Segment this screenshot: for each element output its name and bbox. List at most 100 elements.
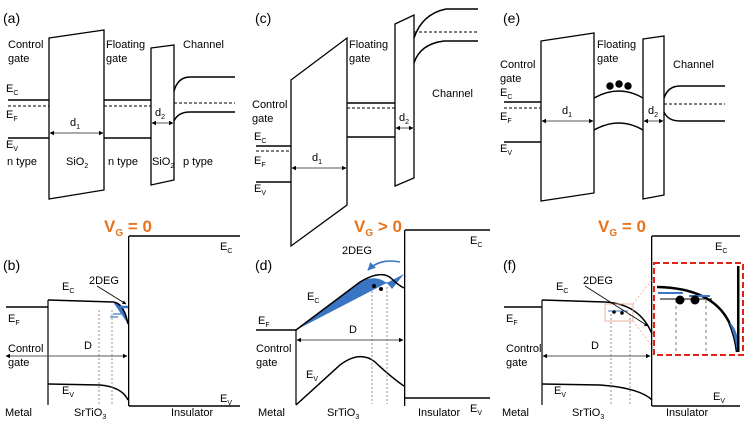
panel-c-ec-label: EC — [254, 131, 266, 145]
panel-d-ef-label: EF — [258, 315, 270, 329]
panel-a-sio2-label-2: SiO2 — [152, 156, 174, 170]
svg-text:gate: gate — [349, 53, 370, 65]
svg-text:Control: Control — [252, 99, 287, 111]
panel-b-srtio-label: SrTiO3 — [74, 407, 106, 421]
panel-c-floating-gate-label: Floating gate — [349, 39, 388, 65]
panel-f-2deg-pointer — [584, 285, 649, 327]
panel-f-insulator-interface — [651, 236, 653, 406]
panel-b-2deg-label: 2DEG — [89, 275, 119, 287]
svg-text:gate: gate — [8, 53, 29, 65]
panel-d-srtio-label: SrTiO3 — [327, 407, 359, 421]
electron — [620, 311, 624, 315]
svg-text:Control: Control — [8, 343, 43, 355]
panel-f-insulator-label: Insulator — [666, 407, 709, 419]
panel-a-d2-label: d2 — [155, 107, 165, 121]
panel-e-oxide-barrier-1 — [540, 32, 595, 202]
panel-b-ef-label: EF — [8, 313, 20, 327]
panel-e-stored-electrons — [606, 80, 632, 90]
panel-e-channel-label: Channel — [673, 59, 714, 71]
panel-f-ec-srtio — [541, 299, 606, 303]
panel-a-ev-label: EV — [6, 139, 18, 153]
panel-a-letter: (a) — [3, 10, 20, 26]
electron — [372, 284, 376, 288]
panel-f-zoom-ec-curve — [656, 285, 739, 353]
panel-e-ec-label: EC — [500, 87, 512, 101]
panel-c-d1-label: d1 — [312, 152, 322, 166]
panel-e-ev-channel — [663, 111, 725, 122]
panel-e-d2-label: d2 — [648, 105, 658, 119]
panel-a-ntype-left: n type — [7, 156, 37, 168]
svg-text:Control: Control — [256, 343, 291, 355]
stored-electron — [615, 80, 623, 88]
panel-c-ec-channel — [413, 8, 478, 39]
panel-f-zoom-interface — [737, 266, 740, 352]
svg-text:gate: gate — [506, 357, 527, 369]
svg-text:Floating: Floating — [597, 39, 636, 51]
panel-b-insulator-label: Insulator — [171, 407, 214, 419]
panel-d-2deg-label: 2DEG — [342, 245, 372, 257]
panel-d-d-label: D — [349, 324, 357, 336]
panel-f-control-gate-label: Control gate — [506, 343, 541, 369]
svg-text:gate: gate — [8, 357, 29, 369]
panel-b-letter: (b) — [3, 257, 20, 273]
panel-a-floating-gate-label: Floating gate — [106, 39, 145, 65]
panel-f-vg-condition: VG = 0 — [598, 217, 646, 239]
panel-e-ef-label: EF — [500, 111, 512, 125]
panel-f-zoom-2deg-fill — [729, 322, 737, 352]
panel-f-zoom-source-box — [604, 303, 634, 322]
panel-c-channel-label: Channel — [432, 88, 473, 100]
panel-a-ec-channel — [173, 76, 235, 92]
svg-text:Control: Control — [8, 39, 43, 51]
panel-f-zoom-frame — [653, 262, 744, 356]
panel-d-vg-condition: VG > 0 — [354, 217, 402, 239]
panel-a-ef-label: EF — [6, 109, 18, 123]
panel-b-ec-srtio — [47, 299, 114, 303]
panel-a-channel-label: Channel — [183, 39, 224, 51]
panel-a-sio2-barrier-2 — [150, 44, 175, 186]
panel-a-sio2-label-1: SiO2 — [66, 156, 88, 170]
panel-f-2deg-label: 2DEG — [583, 275, 613, 287]
electron — [612, 310, 616, 314]
panel-f-ev-srtio — [541, 383, 653, 401]
panel-a: (a) Control gate EC EF EV d1 n type SiO2… — [3, 10, 235, 200]
panel-f-metal-label: Metal — [502, 407, 529, 419]
panel-c-oxide-barrier-1 — [290, 36, 348, 248]
panel-c-letter: (c) — [255, 10, 271, 26]
panel-c-control-gate-label: Control gate — [252, 99, 287, 125]
panel-f-ev-insulator-label: EV — [713, 391, 725, 405]
panel-f-d-label: D — [591, 340, 599, 352]
panel-d-insulator-label: Insulator — [418, 407, 461, 419]
panel-b-vg-condition: VG = 0 — [104, 217, 152, 239]
panel-e-ec-channel — [663, 85, 725, 99]
panel-f-ec-insulator-label: EC — [715, 241, 727, 255]
panel-d-ec-srtio — [295, 273, 405, 331]
svg-text:gate: gate — [597, 53, 618, 65]
panel-d-metal-label: Metal — [258, 407, 285, 419]
panel-e-control-gate-label: Control gate — [500, 59, 535, 85]
svg-text:gate: gate — [252, 113, 273, 125]
panel-d: VG > 0 (d) 2DEG EC EF D Control gate EV … — [255, 217, 490, 421]
svg-text:gate: gate — [106, 53, 127, 65]
svg-text:Control: Control — [506, 343, 541, 355]
panel-a-d1-label: d1 — [70, 117, 80, 131]
panel-c: (c) Control gate EC EF EV d1 Floating ga… — [252, 8, 478, 248]
panel-b-ev-srtio — [47, 383, 129, 401]
panel-e-ec-floating — [593, 90, 644, 99]
panel-b-ev-insulator-label: EV — [220, 393, 232, 407]
electron — [379, 287, 383, 291]
panel-a-ev-channel — [173, 111, 235, 122]
panel-c-ef-label: EF — [254, 155, 266, 169]
panel-f-zoom-inset — [653, 262, 744, 356]
panel-f-ec-label: EC — [556, 281, 568, 295]
svg-text:gate: gate — [500, 73, 521, 85]
panel-f-ev-label: EV — [554, 385, 566, 399]
stored-electron — [624, 82, 632, 90]
electron — [690, 295, 700, 305]
panel-f-srtio-label: SrTiO3 — [572, 407, 604, 421]
panel-b-insulator-interface — [128, 236, 130, 406]
panel-f: VG = 0 (f) — [502, 217, 744, 421]
panel-c-ev-label: EV — [254, 183, 266, 197]
panel-b-d-label: D — [84, 340, 92, 352]
panel-d-ec-label: EC — [307, 291, 319, 305]
